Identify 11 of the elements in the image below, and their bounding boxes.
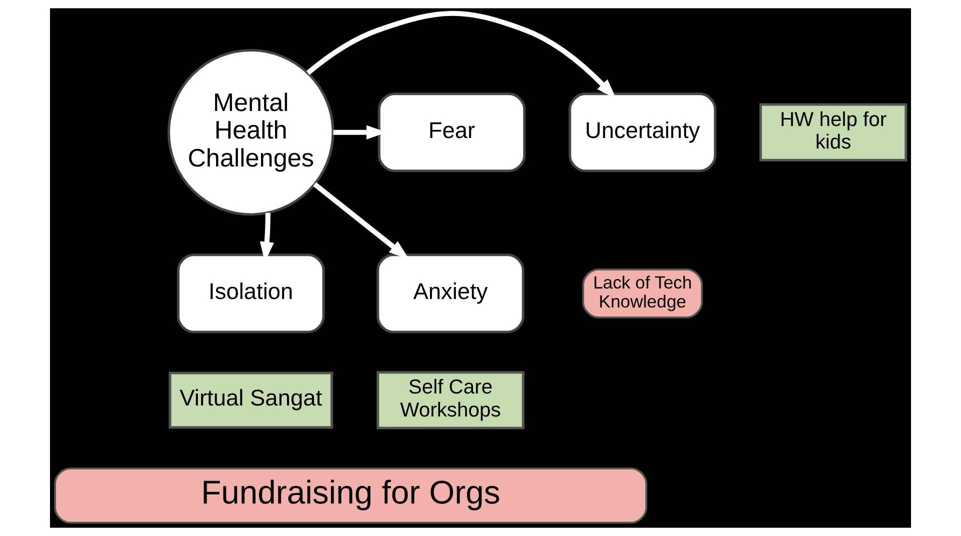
node-circle: Mental Health Challenges	[168, 48, 334, 216]
node-box: Isolation	[176, 254, 325, 334]
node-box: Self Care Workshops	[376, 371, 524, 430]
node-box: Virtual Sangat	[168, 372, 333, 429]
node-box: Anxiety	[376, 254, 524, 334]
arrow	[313, 182, 410, 260]
node-box: HW help for kids	[759, 103, 908, 162]
node-box: Uncertainty	[568, 92, 716, 172]
node-box: Fundraising for Orgs	[54, 467, 648, 524]
node-box: Lack of Tech Knowledge	[582, 268, 703, 318]
node-box: Fear	[378, 92, 526, 172]
